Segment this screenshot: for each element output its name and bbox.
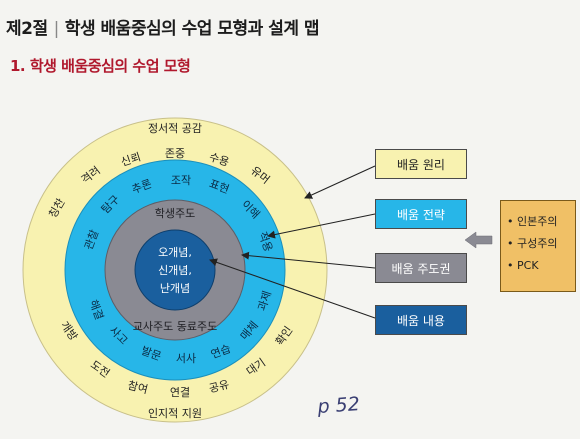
heading-separator: |: [53, 19, 60, 39]
label-learning-principle: 배움 원리: [375, 149, 467, 179]
core-circle: [134, 229, 216, 311]
arrow-content: [209, 258, 376, 319]
arrow-strategy: [267, 213, 376, 239]
core-line: 난개념: [160, 282, 190, 295]
outer-word: 수용: [207, 150, 230, 169]
page-heading: 제2절|학생 배움중심의 수업 모형과 설계 맵: [6, 14, 320, 39]
core-line: 신개념,: [158, 264, 192, 277]
label-learning-strategy: 배움 전략: [375, 199, 467, 229]
section-number: 제2절: [6, 19, 48, 39]
outer-ring-bottom-label: 인지적 지원: [148, 407, 202, 420]
outer-word: 연결: [170, 386, 190, 399]
subsection-title: 1. 학생 배움중심의 수업 모형: [10, 57, 191, 75]
foundation-item: 구성주의: [507, 233, 575, 255]
foundation-item: PCK: [507, 255, 575, 277]
foundation-item: 인본주의: [507, 211, 575, 233]
outer-word: 신뢰: [119, 150, 142, 169]
strategy-word: 조작: [171, 174, 191, 187]
outer-word: 존중: [165, 147, 185, 160]
label-learning-content: 배움 내용: [375, 305, 467, 335]
strategy-word: 서사: [176, 352, 196, 365]
strategy-word: 해결: [87, 298, 107, 322]
core-line: 오개념,: [158, 246, 192, 259]
foundation-arrow: [464, 231, 493, 249]
arrow-agency: [241, 251, 376, 269]
handwritten-note: p 52: [316, 393, 361, 418]
agency-bottom-label: 교사주도 동료주도: [133, 320, 217, 333]
label-learning-agency: 배움 주도권: [375, 253, 467, 283]
strategy-word: 과제: [255, 289, 274, 312]
outer-ring-top-label: 정서적 공감: [148, 122, 202, 135]
theory-foundations-box: 인본주의 구성주의 PCK: [500, 200, 576, 292]
arrow-principle: [304, 165, 376, 199]
agency-top-label: 학생주도: [155, 207, 195, 220]
outer-word: 참여: [126, 379, 149, 397]
outer-word: 공유: [208, 378, 231, 396]
section-title: 학생 배움중심의 수업 모형과 설계 맵: [64, 19, 320, 39]
